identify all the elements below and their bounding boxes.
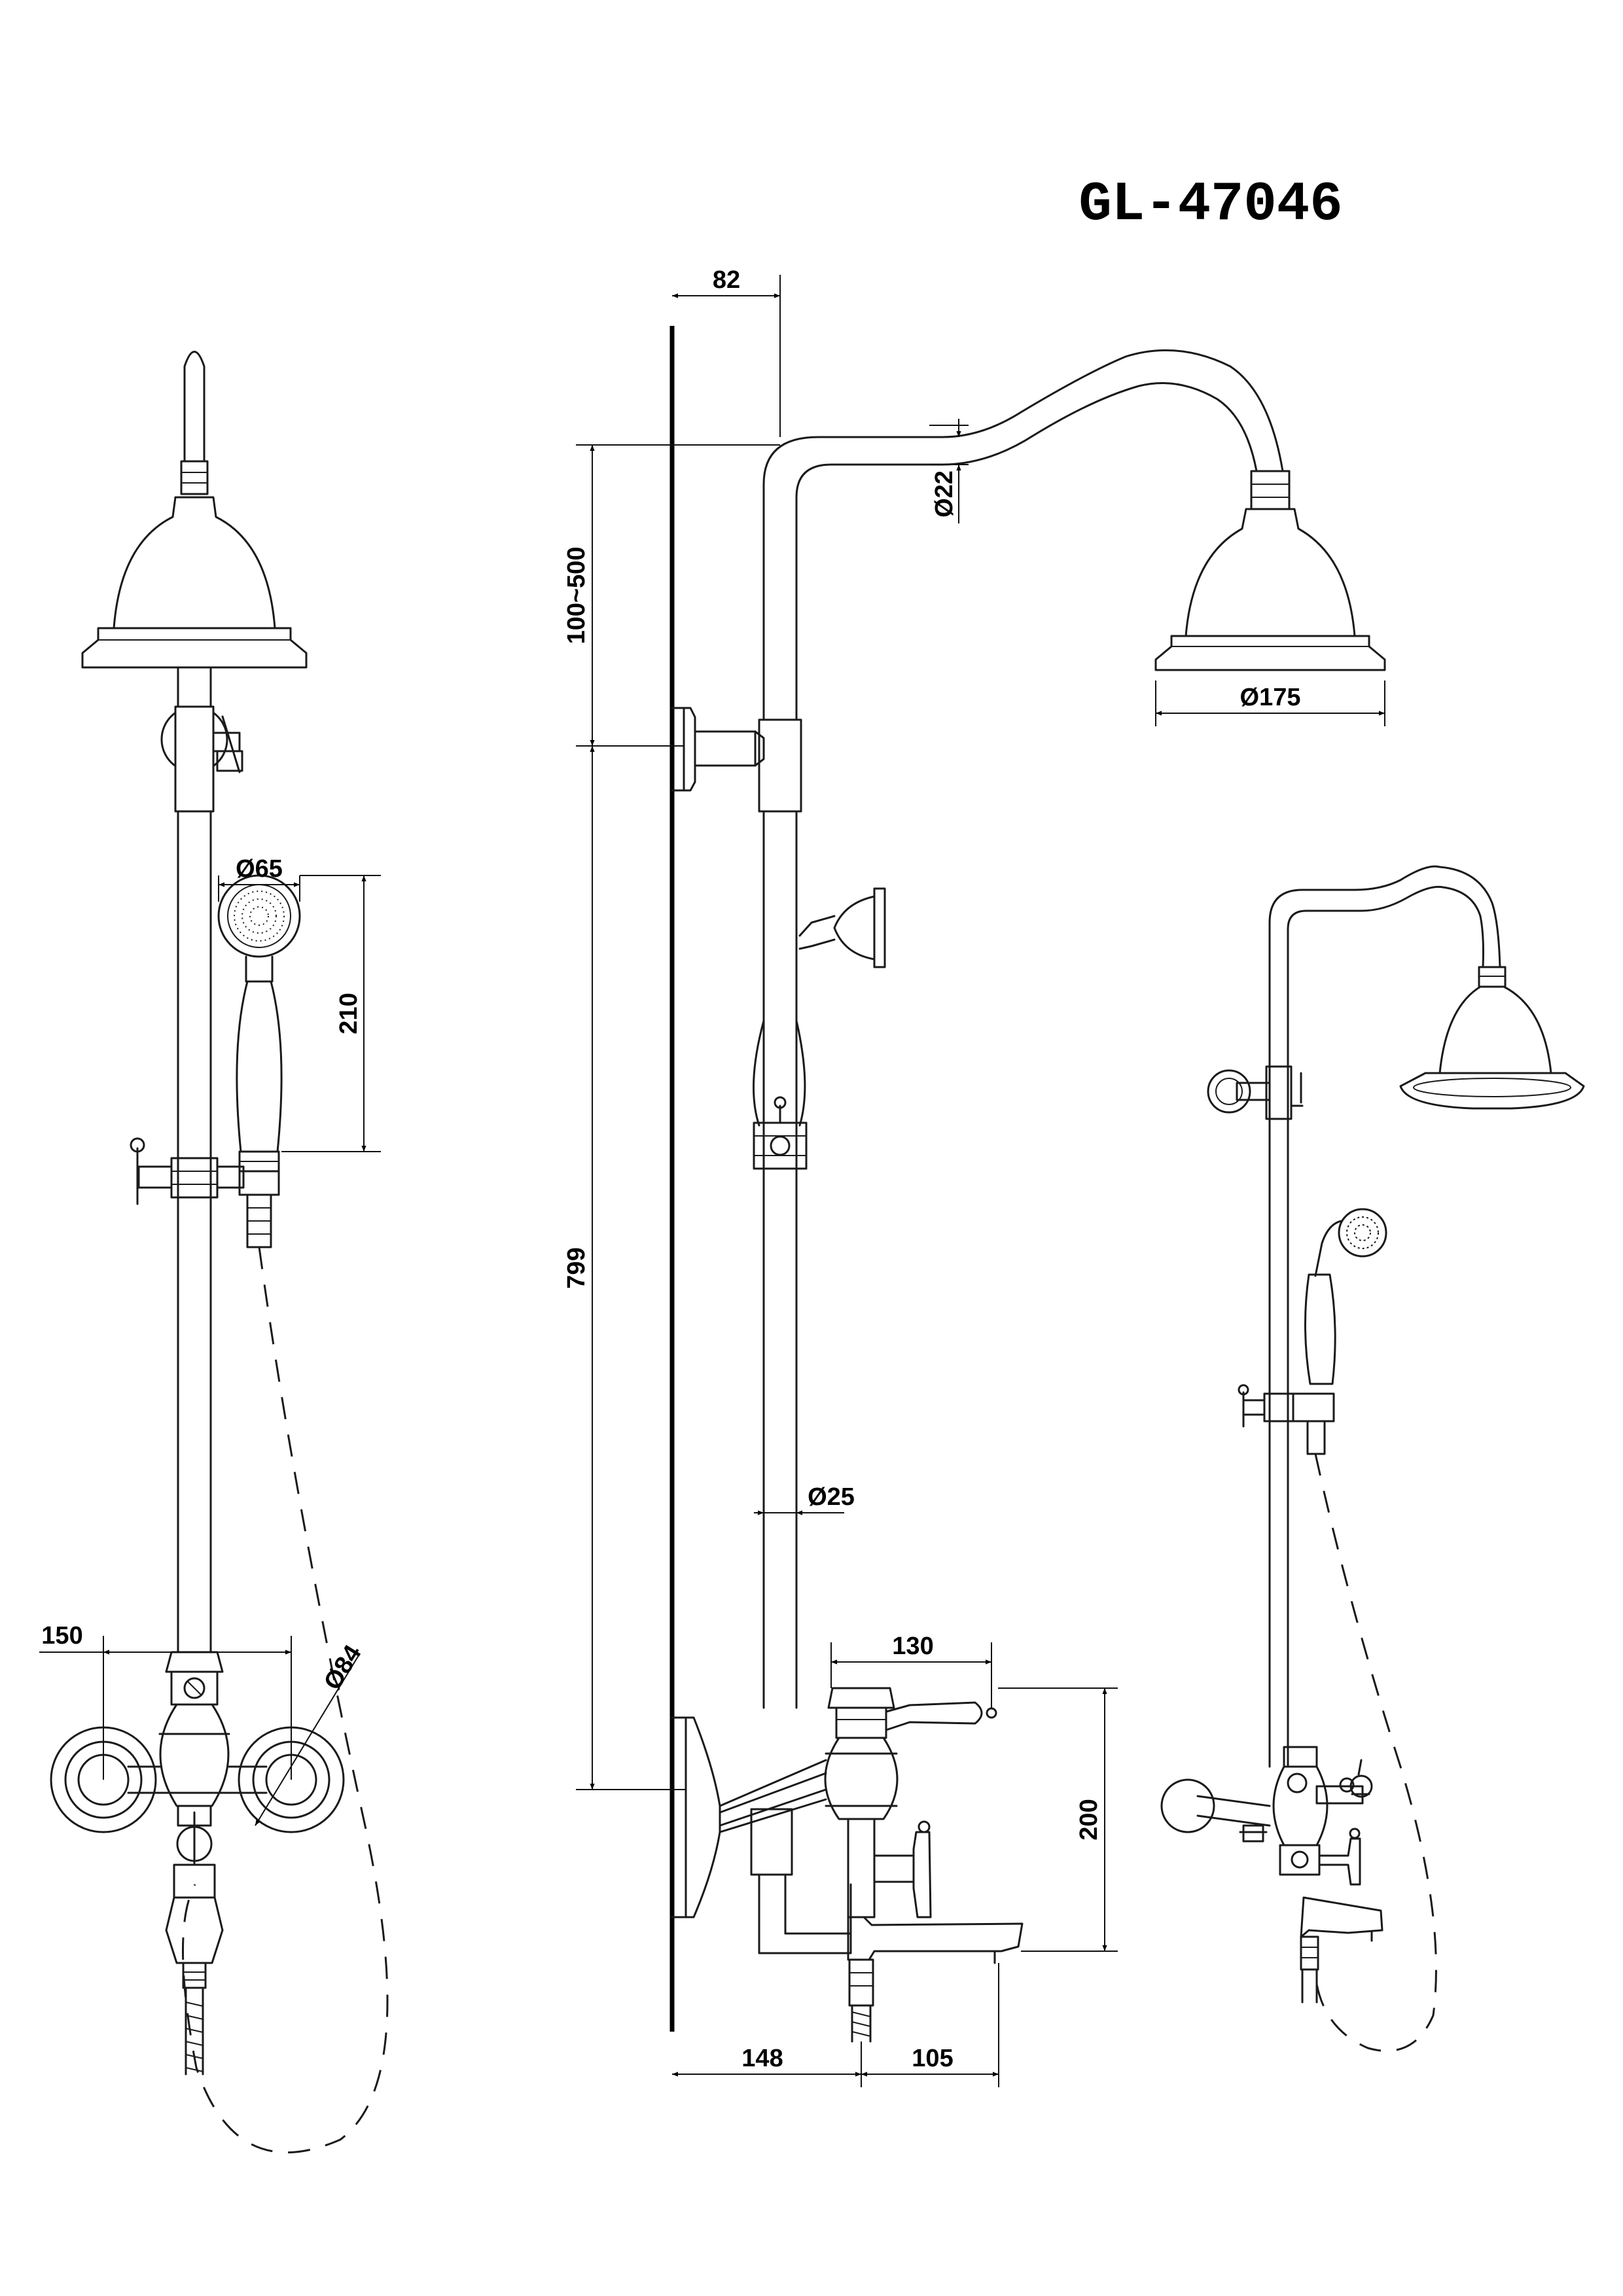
side-arm-outer bbox=[762, 349, 1284, 721]
front-hose bbox=[182, 1246, 389, 2154]
side-lower-connection bbox=[758, 1873, 852, 1954]
side-spout bbox=[847, 1916, 1024, 1961]
dim-height-adjust: 100~500 bbox=[563, 547, 590, 645]
side-hand-holder bbox=[873, 887, 886, 968]
dim-hand-length: 210 bbox=[335, 993, 363, 1034]
side-arm-inner bbox=[795, 382, 1258, 721]
front-top-nut bbox=[180, 460, 209, 495]
side-hand-handle bbox=[753, 1019, 806, 1127]
dim-head-diameter: Ø175 bbox=[1240, 684, 1301, 711]
persp-hand-head bbox=[1338, 1208, 1387, 1258]
front-mixer-cap bbox=[165, 1651, 224, 1673]
front-shower-rim bbox=[81, 627, 308, 669]
persp-shower-rim bbox=[1399, 1072, 1585, 1110]
dim-arm-diameter: Ø22 bbox=[931, 470, 958, 518]
persp-diverter bbox=[1318, 1837, 1361, 1886]
side-shower-head bbox=[1185, 508, 1356, 637]
side-diverter-body bbox=[847, 1818, 876, 1918]
front-view bbox=[50, 351, 389, 2154]
side-head-nut bbox=[1250, 470, 1291, 510]
persp-arm-inner bbox=[1287, 885, 1484, 1768]
side-top-slider bbox=[758, 718, 802, 813]
persp-hose bbox=[1314, 1453, 1437, 2052]
side-shower-rim bbox=[1154, 635, 1386, 671]
side-wall-flange bbox=[671, 1716, 721, 1918]
side-mixer-cap bbox=[827, 1687, 895, 1709]
dim-mixer-depth: 148 bbox=[741, 2045, 783, 2072]
dim-riser-height: 799 bbox=[563, 1247, 590, 1288]
side-view bbox=[669, 326, 1386, 2043]
front-top-cap bbox=[183, 351, 205, 463]
side-dimensions: 82 100~500 799 Ø22 Ø175 Ø25 130 bbox=[563, 266, 1385, 2087]
model-number: GL-47046 bbox=[1079, 174, 1342, 236]
persp-top-bracket bbox=[1207, 1069, 1251, 1114]
persp-spout bbox=[1300, 1896, 1383, 1938]
dim-wall-offset: 82 bbox=[713, 266, 740, 294]
dim-center-distance: 150 bbox=[41, 1622, 82, 1650]
dim-pipe-diameter: Ø25 bbox=[808, 1483, 855, 1511]
persp-mixer-body bbox=[1272, 1765, 1329, 1846]
side-lever bbox=[885, 1701, 983, 1731]
side-diverter-knob bbox=[912, 1831, 932, 1918]
front-hand-shower-handle bbox=[236, 980, 283, 1153]
dim-spout-length: 105 bbox=[912, 2045, 953, 2072]
side-slider bbox=[753, 1122, 808, 1170]
dim-flange-diameter: Ø84 bbox=[319, 1640, 367, 1695]
persp-flange-left bbox=[1160, 1778, 1215, 1833]
dim-spout-projection: 130 bbox=[892, 1633, 933, 1660]
persp-shower-head bbox=[1438, 985, 1552, 1074]
front-hose-outlet bbox=[165, 1896, 224, 1964]
front-shower-head bbox=[113, 496, 276, 629]
front-hand-shower-head bbox=[217, 874, 301, 958]
perspective-view bbox=[1160, 865, 1585, 2052]
side-mixer-body bbox=[824, 1737, 899, 1820]
dim-mixer-height: 200 bbox=[1075, 1799, 1103, 1840]
dim-hand-diameter: Ø65 bbox=[236, 855, 283, 883]
front-dimensions: Ø65 210 150 Ø84 bbox=[39, 855, 381, 1826]
persp-hand-handle bbox=[1304, 1273, 1336, 1385]
front-mixer-body bbox=[159, 1703, 230, 1807]
persp-arm-outer bbox=[1268, 865, 1501, 1768]
